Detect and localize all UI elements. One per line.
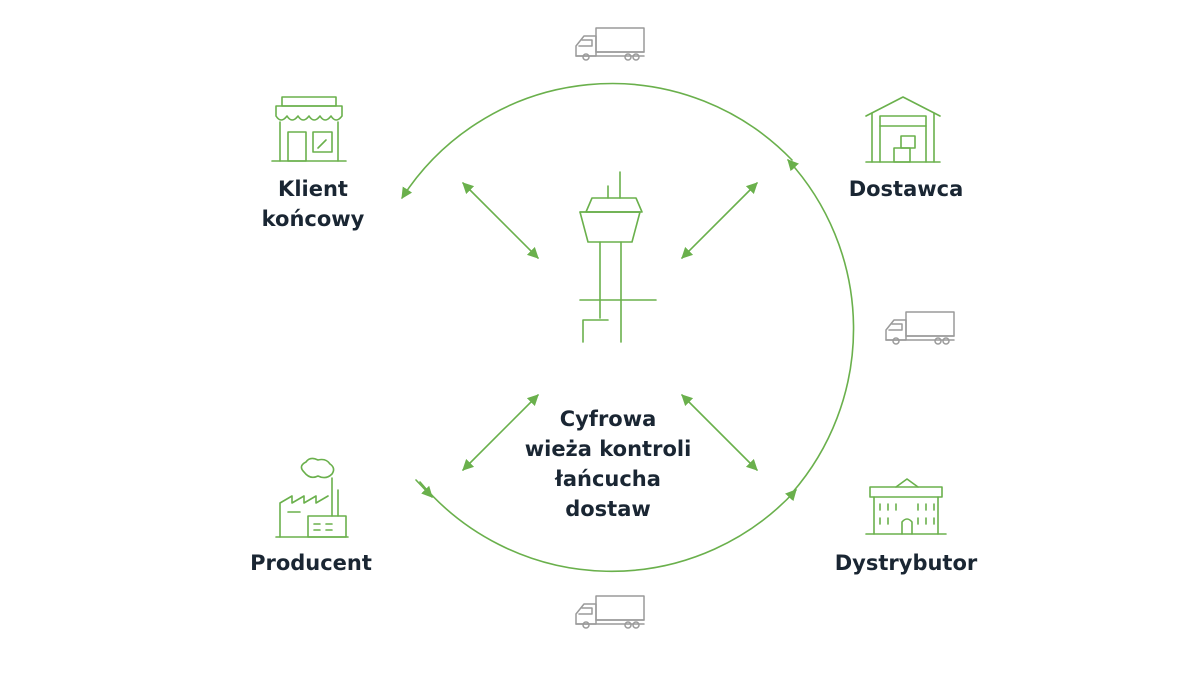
klient-line2: końcowy <box>261 207 365 231</box>
node-label-klient: Klient końcowy <box>228 174 398 234</box>
truck-icon <box>885 311 955 345</box>
cycle-arc-bottom <box>419 481 797 573</box>
cycle-arc-right <box>787 159 855 494</box>
truck-icon <box>575 595 645 629</box>
cycle-arc-top <box>401 82 793 199</box>
store-icon <box>271 96 347 162</box>
arrow-tower-producent <box>462 394 539 471</box>
warehouse-icon <box>865 96 941 163</box>
arrow-tower-dostawca <box>681 182 758 259</box>
node-label-producent: Producent <box>250 551 372 575</box>
factory-icon <box>275 457 349 538</box>
center-line4: dostaw <box>565 497 651 521</box>
distribution-building-icon <box>865 478 947 535</box>
truck-icon <box>575 27 645 61</box>
node-label-dostawca: Dostawca <box>848 177 964 201</box>
control-tower-icon <box>579 171 657 343</box>
center-label: Cyfrowa wieża kontroli łańcucha dostaw <box>498 404 718 524</box>
center-line3: łańcucha <box>555 467 661 491</box>
klient-line1: Klient <box>278 177 348 201</box>
center-line1: Cyfrowa <box>559 407 657 431</box>
cycle-arrow-left-tick <box>415 479 433 498</box>
arrow-tower-klient <box>462 182 539 259</box>
node-label-dystrybutor: Dystrybutor <box>834 551 978 575</box>
center-line2: wieża kontroli <box>524 437 692 461</box>
arrow-tower-dystrybutor <box>681 394 758 471</box>
